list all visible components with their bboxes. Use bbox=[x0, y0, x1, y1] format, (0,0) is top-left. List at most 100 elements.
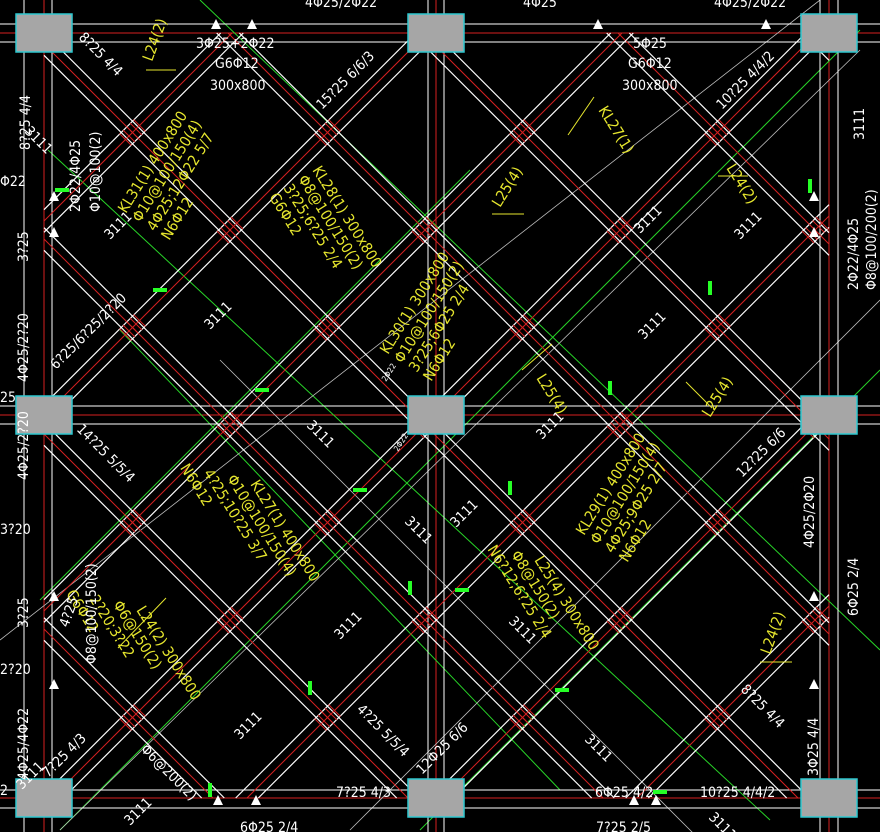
stirrup-tick bbox=[523, 119, 536, 132]
stirrup-tick bbox=[805, 617, 818, 630]
stirrup-tick bbox=[425, 216, 439, 230]
stirrup-tick bbox=[801, 620, 815, 634]
diagonal-beam-line bbox=[43, 639, 203, 799]
diagonal-beam-line bbox=[235, 204, 830, 799]
stirrup-tick bbox=[714, 317, 728, 331]
diagonal-beam-line bbox=[43, 32, 233, 222]
stirrup-tick bbox=[324, 512, 338, 526]
rebar-left-8-100: Φ8@100/150(2) bbox=[84, 563, 100, 664]
column-group bbox=[15, 13, 858, 818]
stirrup-tick bbox=[519, 317, 533, 331]
stirrup-tick bbox=[711, 711, 724, 724]
construction-line bbox=[0, 0, 821, 641]
stirrup-tick bbox=[610, 227, 623, 240]
stirrup-tick bbox=[415, 617, 428, 630]
kl27-top-leader bbox=[567, 96, 595, 136]
stirrup-tick bbox=[711, 126, 724, 139]
stirrup-tick bbox=[519, 512, 533, 526]
column bbox=[407, 778, 465, 818]
diagonal-beam-line bbox=[636, 605, 830, 799]
column bbox=[407, 395, 465, 435]
diagonal-beam-line bbox=[43, 444, 398, 799]
green-marker bbox=[508, 481, 512, 495]
stirrup-tick bbox=[216, 230, 230, 244]
column bbox=[15, 395, 73, 435]
stirrup-tick bbox=[126, 126, 139, 139]
stirrup-tick bbox=[707, 714, 721, 728]
stirrup-tick bbox=[606, 230, 620, 244]
stirrup-tick bbox=[119, 523, 132, 536]
stirrup-tick bbox=[704, 718, 717, 731]
stirrup-tick bbox=[718, 704, 731, 717]
stirrup-tick bbox=[610, 617, 623, 630]
stirrup-tick bbox=[516, 516, 529, 529]
rebar-top-right-section: 5Φ25 bbox=[633, 36, 667, 52]
stirrup-tick bbox=[321, 321, 334, 334]
stirrup-tick bbox=[328, 704, 341, 717]
stirrup-tick bbox=[223, 613, 237, 627]
stirrup-tick bbox=[512, 324, 526, 338]
stirrup-tick bbox=[523, 704, 536, 717]
support-triangle bbox=[593, 19, 603, 29]
stirrup-tick bbox=[812, 610, 825, 623]
rebar-top-left-g: G6Φ12 bbox=[215, 56, 259, 72]
green-marker bbox=[653, 790, 667, 794]
stirrup-tick bbox=[812, 220, 825, 233]
stirrup-tick bbox=[718, 119, 731, 132]
stirrup-tick bbox=[418, 613, 432, 627]
stirrup-tick bbox=[704, 133, 717, 146]
diagonal-beam-line bbox=[43, 32, 417, 406]
stirrup-tick bbox=[220, 422, 233, 435]
l24-left-leader bbox=[117, 597, 167, 649]
stirrup-tick bbox=[321, 126, 334, 139]
stirrup-tick bbox=[620, 216, 634, 230]
stirrup-tick bbox=[324, 122, 338, 136]
rebar-left-3-25-b: 3?25 bbox=[16, 597, 32, 628]
stirrup-tick bbox=[519, 707, 533, 721]
stirrup-tick bbox=[230, 606, 244, 620]
diagonal-beam-line bbox=[43, 249, 593, 799]
diagonal-beam-line bbox=[647, 616, 830, 799]
stirrup-tick bbox=[223, 418, 237, 432]
stirrup-tick bbox=[711, 321, 724, 334]
stirrup-tick bbox=[227, 610, 240, 623]
rebar-left-4-22: 4Φ25/4Φ22 bbox=[16, 708, 32, 780]
rebar-bottom-7-25-43-b: 7?25 4/3 bbox=[336, 785, 391, 801]
stirrup-tick bbox=[122, 519, 136, 533]
rebar-bottom-6-25-42: 6Φ25 4/2 bbox=[595, 785, 653, 801]
support-triangle bbox=[809, 191, 819, 201]
rebar-left-4-25: 4Φ25/2?20 bbox=[16, 411, 32, 480]
green-marker bbox=[555, 688, 569, 692]
stirrup-tick bbox=[714, 707, 728, 721]
column bbox=[800, 13, 858, 53]
stirrup-tick bbox=[620, 411, 634, 425]
rebar-left-3-25: 3?25 bbox=[16, 231, 32, 262]
stirrup-tick bbox=[714, 122, 728, 136]
stirrup-tick bbox=[314, 328, 327, 341]
green-marker bbox=[255, 388, 269, 392]
stirrup-tick bbox=[815, 606, 829, 620]
rebar-top-center: 4Φ25 bbox=[523, 0, 557, 11]
support-triangle bbox=[809, 227, 819, 237]
diagonal-beam-line bbox=[43, 32, 428, 417]
stirrup-tick bbox=[126, 321, 139, 334]
rebar-bottom-10-25-442: 10?25 4/4/2 bbox=[700, 785, 775, 801]
stirrup-tick bbox=[613, 613, 627, 627]
slab-line bbox=[199, 0, 880, 651]
green-marker bbox=[408, 581, 412, 595]
green-marker bbox=[708, 281, 712, 295]
support-triangle bbox=[49, 679, 59, 689]
stirrup-tick bbox=[317, 129, 331, 143]
stirrup-tick bbox=[314, 718, 327, 731]
stirrup-tick bbox=[129, 122, 143, 136]
stirrup-tick bbox=[328, 119, 341, 132]
stirrup-tick bbox=[718, 509, 731, 522]
green-marker bbox=[55, 188, 69, 192]
stirrup-tick bbox=[711, 516, 724, 529]
rebar-right-3-25-44: 3Φ25 4/4 bbox=[806, 718, 822, 776]
support-triangle bbox=[49, 227, 59, 237]
rebar-right-6-25-24: 6Φ25 2/4 bbox=[846, 558, 862, 616]
rebar-left-2: 2 bbox=[0, 783, 8, 799]
stirrup-tick bbox=[617, 610, 630, 623]
